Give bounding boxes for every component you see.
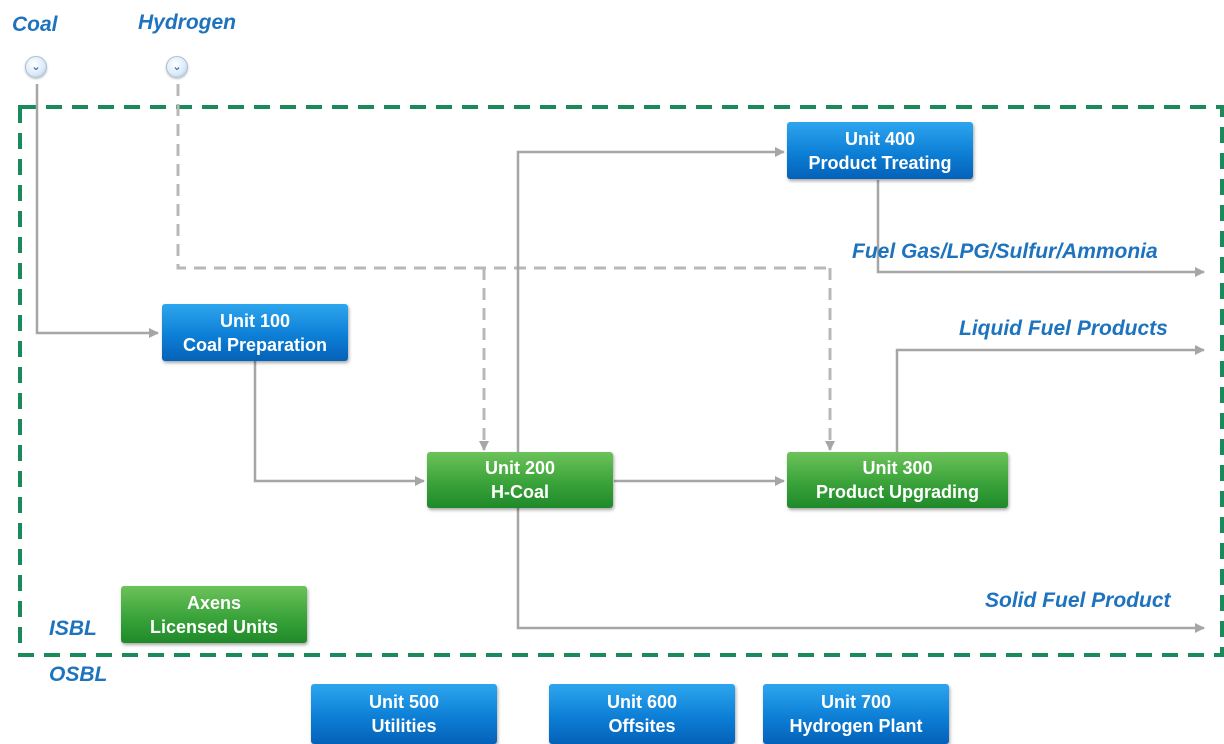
hydrogen-input-label: Hydrogen	[138, 11, 237, 34]
unit-100-box: Unit 100 Coal Preparation	[162, 304, 348, 361]
isbl-label: ISBL	[49, 617, 97, 640]
unit-400-name: Product Treating	[808, 152, 952, 173]
unit-700-name: Hydrogen Plant	[789, 716, 923, 736]
legend-line-2: Licensed Units	[149, 616, 279, 637]
flow-hydrogen-header	[176, 84, 830, 270]
legend-licensed-units-box: Axens Licensed Units	[121, 586, 307, 643]
unit-100-name: Coal Preparation	[182, 334, 328, 355]
unit-400-number: Unit 400	[844, 128, 916, 149]
unit-500-box: Unit 500 Utilities	[311, 684, 497, 744]
unit-300-number: Unit 300	[862, 458, 933, 478]
unit-600-name: Offsites	[608, 716, 676, 736]
double-chevron-down-icon: ⌄	[25, 56, 47, 78]
double-chevron-down-icon: ⌄	[166, 56, 188, 78]
unit-500-name: Utilities	[371, 716, 437, 736]
output-solid-fuel-label: Solid Fuel Product	[985, 589, 1171, 612]
flow-unit-400-to-fuel-gas	[876, 180, 1205, 277]
unit-300-box: Unit 300 Product Upgrading	[787, 452, 1008, 508]
flow-unit-200-to-unit-400	[516, 147, 785, 452]
unit-200-name: H-Coal	[491, 482, 549, 502]
unit-700-number: Unit 700	[820, 692, 892, 712]
coal-input-label: Coal	[12, 13, 58, 36]
unit-400-box: Unit 400 Product Treating	[787, 122, 973, 179]
unit-700-box: Unit 700 Hydrogen Plant	[763, 684, 949, 744]
unit-200-box: Unit 200 H-Coal	[427, 452, 613, 508]
flow-unit-200-to-solid-fuel	[516, 508, 1205, 633]
unit-500-number: Unit 500	[368, 692, 440, 712]
osbl-label: OSBL	[49, 663, 108, 686]
flow-unit-100-to-unit-200	[253, 361, 425, 486]
unit-300-name: Product Upgrading	[816, 482, 979, 502]
isbl-boundary	[18, 105, 1224, 657]
unit-600-number: Unit 600	[606, 692, 678, 712]
output-fuel-gas-label: Fuel Gas/LPG/Sulfur/Ammonia	[852, 240, 1158, 263]
legend-line-1: Axens	[186, 592, 242, 613]
flow-coal-to-unit-100	[35, 84, 159, 338]
output-liquid-fuel-label: Liquid Fuel Products	[959, 317, 1168, 340]
flow-unit-300-to-liquid-fuel	[895, 345, 1205, 452]
unit-100-number: Unit 100	[219, 310, 291, 331]
unit-600-box: Unit 600 Offsites	[549, 684, 735, 744]
unit-200-number: Unit 200	[484, 458, 556, 478]
